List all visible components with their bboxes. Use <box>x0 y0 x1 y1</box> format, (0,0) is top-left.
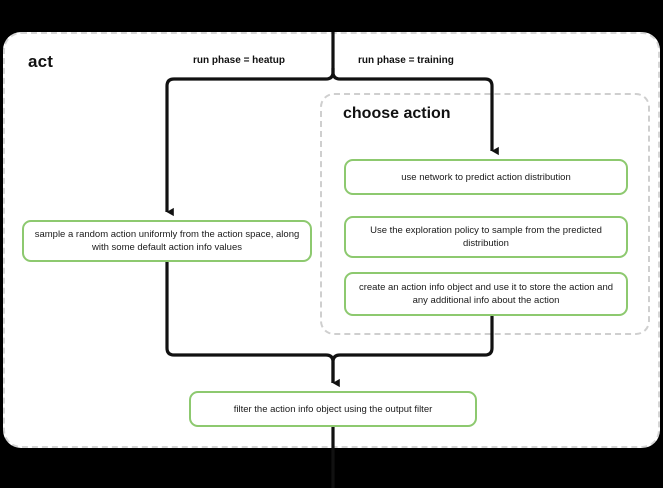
group-title-choose-action: choose action <box>343 105 451 122</box>
node-create-action-info[interactable]: create an action info object and use it … <box>344 272 628 316</box>
panel-title-act: act <box>28 52 54 71</box>
node-use-network-predict[interactable]: use network to predict action distributi… <box>344 159 628 195</box>
edge-label-heatup: run phase = heatup <box>190 55 288 66</box>
node-sample-random-action[interactable]: sample a random action uniformly from th… <box>22 220 312 262</box>
node-exploration-policy[interactable]: Use the exploration policy to sample fro… <box>344 216 628 258</box>
edge-label-training: run phase = training <box>355 55 457 66</box>
node-filter-output[interactable]: filter the action info object using the … <box>189 391 477 427</box>
